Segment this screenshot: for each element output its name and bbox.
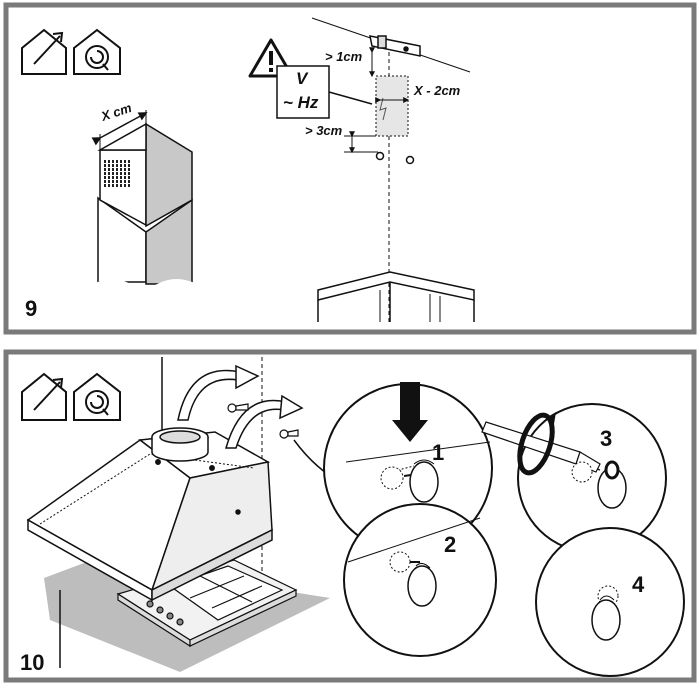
step-number-9: 9 [25, 296, 37, 321]
label-x-minus-2cm: X - 2cm [413, 83, 461, 98]
dim-3cm [344, 131, 378, 154]
label-frequency: ~ Hz [283, 93, 319, 112]
chimney-duct [91, 110, 196, 293]
ceiling-bracket [311, 17, 471, 73]
wall-screw-right [405, 155, 415, 165]
wall-screw-left [375, 151, 385, 161]
exhaust-house-icon [21, 28, 67, 75]
hood-top-outline [317, 271, 475, 322]
gas-hob [116, 559, 298, 648]
step-number-10: 10 [20, 650, 44, 675]
exhaust-house-icon [21, 372, 67, 421]
hook-screw-lower [279, 429, 299, 439]
lift-arrows [177, 364, 304, 449]
label-voltage: V [296, 69, 309, 88]
detail-circle-3 [481, 403, 667, 553]
callout-4: 4 [632, 572, 645, 597]
panel-10: 1 2 3 4 [3, 349, 697, 683]
label-gt-3cm: > 3cm [305, 123, 343, 138]
recirculation-house-icon [73, 372, 121, 421]
callout-1: 1 [432, 440, 444, 465]
panel-9: X cm V ~ Hz > 1cm [3, 2, 697, 335]
callout-2: 2 [444, 532, 456, 557]
callout-3: 3 [600, 426, 612, 451]
label-gt-1cm: > 1cm [325, 49, 363, 64]
detail-circle-2 [343, 503, 497, 657]
cooker-hood [26, 427, 273, 602]
hook-screw-upper [227, 403, 249, 413]
detail-circle-4 [535, 527, 685, 677]
recirculation-house-icon [73, 28, 121, 75]
voltage-box [276, 65, 373, 119]
